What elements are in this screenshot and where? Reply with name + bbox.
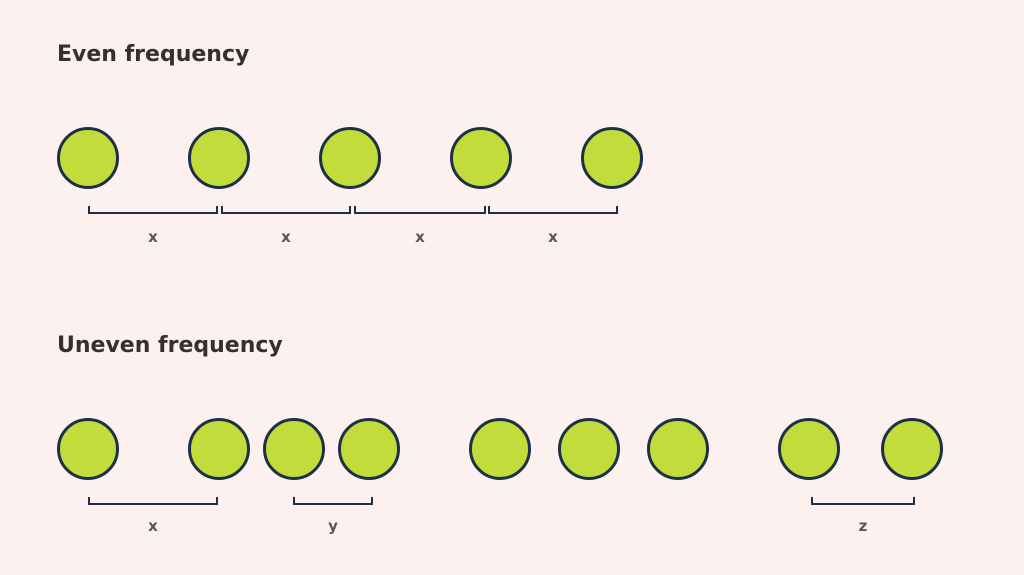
even-circle-1 bbox=[57, 127, 119, 189]
uneven-bracket-x bbox=[88, 497, 218, 505]
even-label-1: x bbox=[148, 228, 158, 246]
uneven-circle-6 bbox=[558, 418, 620, 480]
uneven-label-x: x bbox=[148, 517, 158, 535]
even-label-2: x bbox=[281, 228, 291, 246]
even-bracket-4 bbox=[488, 206, 618, 214]
uneven-bracket-y bbox=[293, 497, 373, 505]
even-frequency-title: Even frequency bbox=[57, 42, 250, 67]
uneven-circle-5 bbox=[469, 418, 531, 480]
even-bracket-1 bbox=[88, 206, 218, 214]
even-circle-3 bbox=[319, 127, 381, 189]
uneven-circle-4 bbox=[338, 418, 400, 480]
even-circle-5 bbox=[581, 127, 643, 189]
uneven-circle-2 bbox=[188, 418, 250, 480]
uneven-label-z: z bbox=[858, 517, 868, 535]
uneven-frequency-title: Uneven frequency bbox=[57, 333, 283, 358]
uneven-circle-7 bbox=[647, 418, 709, 480]
uneven-circle-3 bbox=[263, 418, 325, 480]
even-bracket-3 bbox=[354, 206, 486, 214]
even-circle-2 bbox=[188, 127, 250, 189]
uneven-bracket-z bbox=[811, 497, 915, 505]
uneven-circle-9 bbox=[881, 418, 943, 480]
even-label-4: x bbox=[548, 228, 558, 246]
even-bracket-2 bbox=[221, 206, 351, 214]
uneven-label-y: y bbox=[328, 517, 338, 535]
even-label-3: x bbox=[415, 228, 425, 246]
uneven-circle-8 bbox=[778, 418, 840, 480]
even-circle-4 bbox=[450, 127, 512, 189]
uneven-circle-1 bbox=[57, 418, 119, 480]
